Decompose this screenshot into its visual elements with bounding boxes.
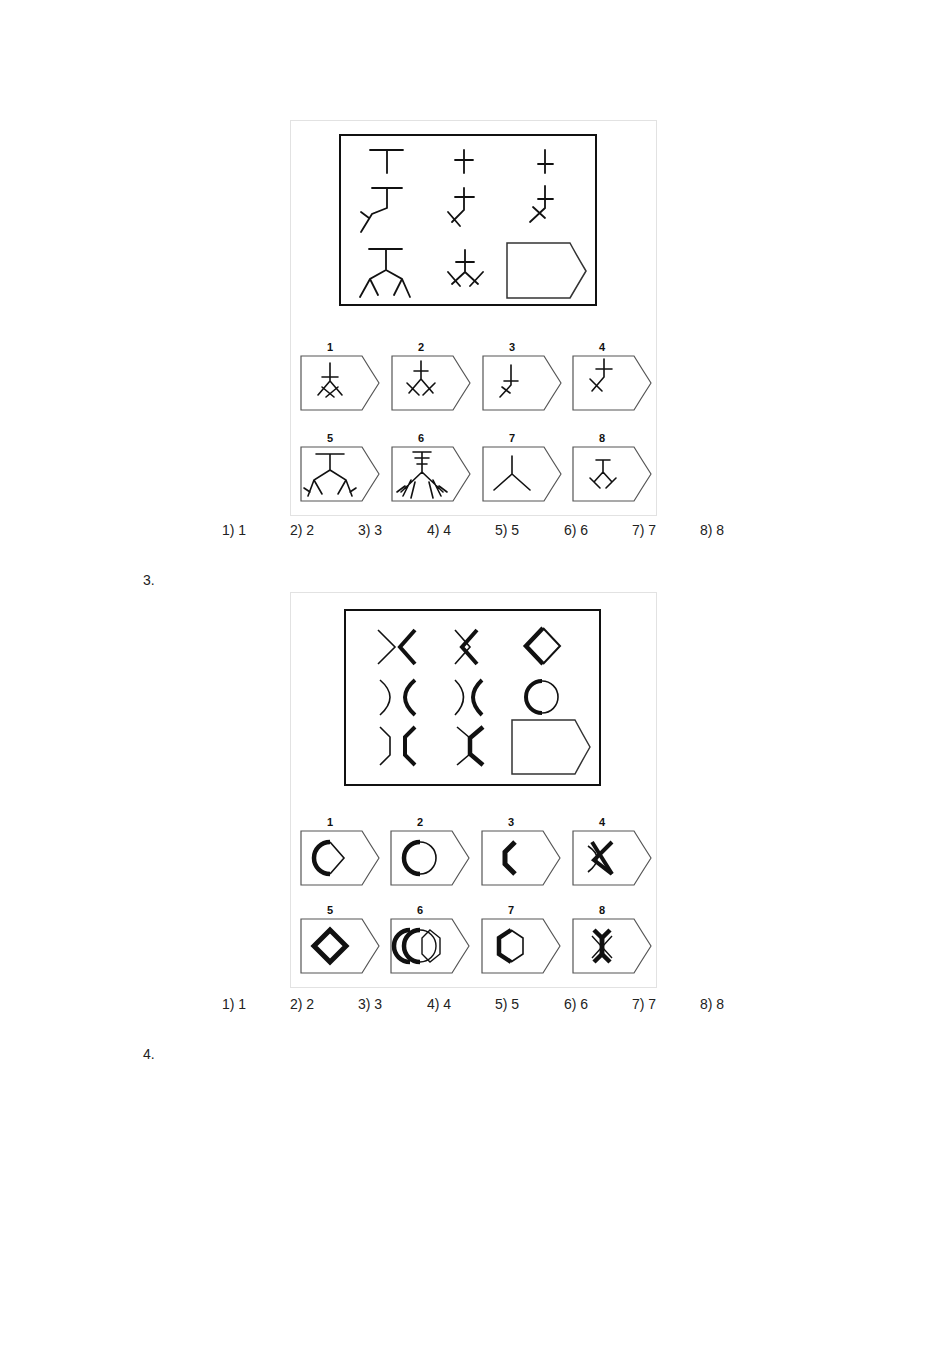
pentagon-outline — [300, 446, 380, 503]
option-number: 2 — [371, 341, 471, 354]
answer-choice: 3) 3 — [358, 522, 382, 538]
answer-choice: 2) 2 — [290, 522, 314, 538]
answer-option-box: 5 — [300, 432, 380, 502]
answer-choice: 3) 3 — [358, 996, 382, 1012]
pentagon-outline — [572, 446, 652, 503]
answer-option-box: 3 — [482, 341, 562, 411]
option-number: 4 — [552, 816, 652, 829]
answer-option-box: 1 — [300, 341, 380, 411]
answer-option-box: 3 — [481, 816, 561, 886]
answer-choice: 5) 5 — [495, 996, 519, 1012]
option-number: 8 — [552, 904, 652, 917]
answer-choice: 6) 6 — [564, 522, 588, 538]
answer-choice: 1) 1 — [222, 996, 246, 1012]
option-number: 4 — [552, 341, 652, 354]
answer-choice: 2) 2 — [290, 996, 314, 1012]
answer-choice: 1) 1 — [222, 522, 246, 538]
pentagon-outline — [300, 918, 380, 975]
answer-option-box: 4 — [572, 816, 652, 886]
pentagon-outline — [390, 918, 470, 975]
answer-option-box: 6 — [390, 904, 470, 974]
answer-option-box: 6 — [391, 432, 471, 502]
pentagon-outline — [482, 446, 562, 503]
pentagon-outline — [572, 355, 652, 412]
answer-choice: 7) 7 — [632, 996, 656, 1012]
answer-option-box: 8 — [572, 432, 652, 502]
answer-option-box: 1 — [300, 816, 380, 886]
pentagon-outline — [391, 355, 471, 412]
pentagon-outline — [572, 918, 652, 975]
answer-option-box: 4 — [572, 341, 652, 411]
answer-choice: 8) 8 — [700, 996, 724, 1012]
option-number: 5 — [280, 904, 380, 917]
option-number: 1 — [280, 816, 380, 829]
option-number: 6 — [370, 904, 470, 917]
pentagon-outline — [390, 830, 470, 887]
option-number: 8 — [552, 432, 652, 445]
pentagon-outline — [481, 918, 561, 975]
question-number: 4. — [143, 1046, 155, 1062]
answer-choice: 8) 8 — [700, 522, 724, 538]
option-number: 3 — [461, 816, 561, 829]
option-number: 5 — [280, 432, 380, 445]
pentagon-outline — [391, 446, 471, 503]
option-number: 2 — [370, 816, 470, 829]
option-number: 6 — [371, 432, 471, 445]
pentagon-outline — [482, 355, 562, 412]
pentagon-outline — [572, 830, 652, 887]
option-number: 1 — [280, 341, 380, 354]
option-number: 7 — [462, 432, 562, 445]
answer-option-box: 5 — [300, 904, 380, 974]
pentagon-outline — [300, 830, 380, 887]
answer-option-box: 8 — [572, 904, 652, 974]
option-number: 3 — [462, 341, 562, 354]
answer-choice: 4) 4 — [427, 996, 451, 1012]
option-number: 7 — [461, 904, 561, 917]
answer-choice: 5) 5 — [495, 522, 519, 538]
question-number: 3. — [143, 572, 155, 588]
answer-option-box: 7 — [481, 904, 561, 974]
pentagon-outline — [300, 355, 380, 412]
answer-option-box: 2 — [391, 341, 471, 411]
answer-choice: 7) 7 — [632, 522, 656, 538]
answer-option-box: 2 — [390, 816, 470, 886]
answer-option-box: 7 — [482, 432, 562, 502]
answer-choice: 4) 4 — [427, 522, 451, 538]
answer-choice: 6) 6 — [564, 996, 588, 1012]
pentagon-outline — [481, 830, 561, 887]
